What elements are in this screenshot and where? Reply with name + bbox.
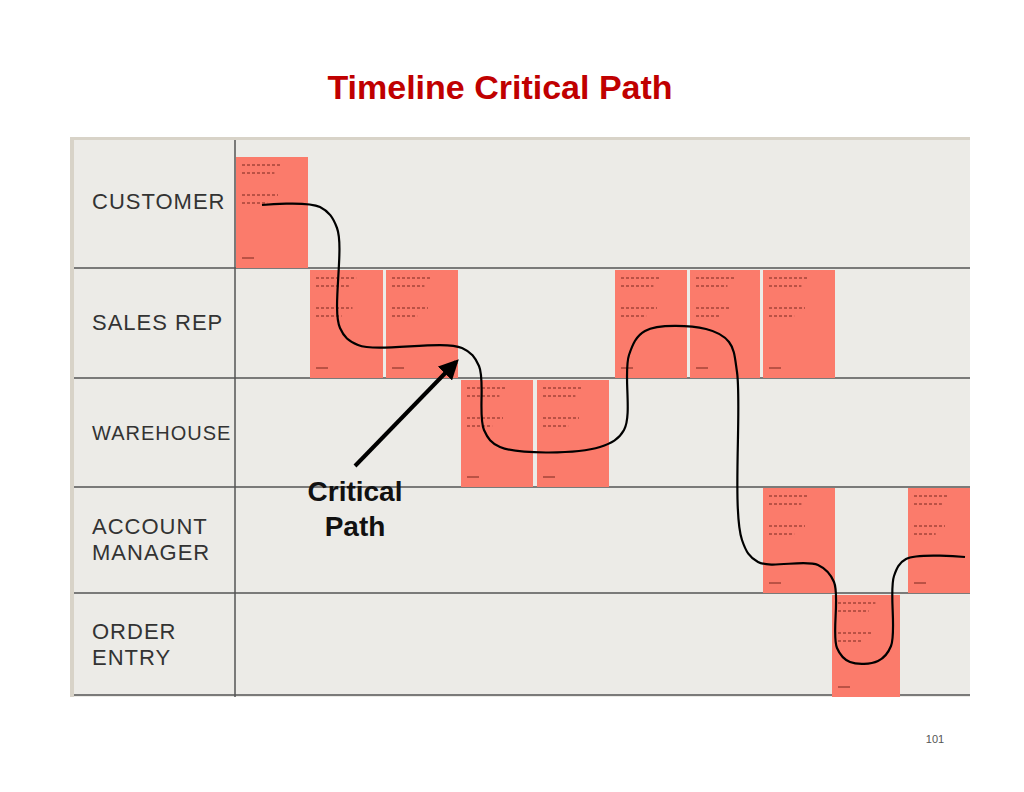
swimlane-label: SALES REP (70, 268, 235, 378)
handwriting-mark (316, 278, 356, 279)
sticky-note (386, 270, 458, 378)
handwriting-mark (838, 611, 869, 612)
handwriting-mark (838, 641, 862, 642)
swimlane-label: ACCOUNT MANAGER (70, 487, 235, 593)
sticky-note (690, 270, 760, 378)
callout-arrow (355, 362, 456, 466)
sticky-note (832, 595, 900, 697)
swimlane-label: CUSTOMER (70, 137, 235, 268)
handwriting-mark (543, 396, 575, 397)
handwriting-mark (914, 534, 936, 535)
handwriting-mark (316, 286, 349, 287)
handwriting-mark (769, 504, 801, 505)
handwriting-mark (467, 477, 479, 478)
sticky-note (763, 270, 835, 378)
lane-name: CUSTOMER (92, 189, 232, 215)
handwriting-mark (696, 368, 708, 369)
handwriting-mark (769, 583, 781, 584)
handwriting-mark (914, 496, 948, 497)
lane-divider (234, 140, 236, 697)
handwriting-mark (392, 368, 404, 369)
handwriting-mark (621, 316, 646, 317)
swimlane-label: WAREHOUSE (70, 378, 235, 487)
handwriting-mark (543, 477, 555, 478)
slide-title: Timeline Critical Path (0, 68, 1000, 107)
handwriting-mark (467, 388, 507, 389)
sticky-note (310, 270, 383, 378)
handwriting-mark (543, 426, 568, 427)
handwriting-mark (242, 195, 278, 196)
handwriting-mark (621, 278, 661, 279)
lane-name: ACCOUNT MANAGER (92, 514, 232, 567)
sticky-note (908, 488, 970, 593)
handwriting-mark (621, 308, 657, 309)
handwriting-mark (769, 308, 805, 309)
sticky-note (615, 270, 687, 378)
handwriting-mark (914, 583, 926, 584)
lane-name: WAREHOUSE (92, 421, 232, 445)
handwriting-mark (543, 418, 579, 419)
board (74, 140, 970, 697)
handwriting-mark (769, 316, 794, 317)
handwriting-mark (914, 504, 942, 505)
lane-name: ORDER ENTRY (92, 619, 232, 672)
handwriting-mark (838, 603, 875, 604)
lane-line (74, 377, 970, 379)
handwriting-mark (696, 278, 735, 279)
handwriting-mark (242, 258, 254, 259)
handwriting-mark (242, 165, 282, 166)
callout-label: Critical Path (288, 474, 422, 544)
handwriting-mark (769, 278, 809, 279)
handwriting-mark (392, 316, 417, 317)
handwriting-mark (316, 368, 328, 369)
lane-name: SALES REP (92, 310, 232, 336)
handwriting-mark (769, 286, 801, 287)
handwriting-mark (838, 633, 872, 634)
handwriting-mark (467, 418, 503, 419)
handwriting-mark (769, 534, 794, 535)
handwriting-mark (696, 316, 721, 317)
handwriting-mark (242, 173, 274, 174)
handwriting-mark (392, 286, 424, 287)
handwriting-mark (769, 526, 805, 527)
sticky-note (763, 488, 835, 593)
sticky-note (537, 380, 609, 487)
handwriting-mark (467, 426, 492, 427)
page-number: 101 (915, 733, 955, 745)
sticky-note (236, 157, 308, 268)
handwriting-mark (392, 278, 432, 279)
handwriting-mark (769, 368, 781, 369)
sticky-note (461, 380, 533, 487)
handwriting-mark (543, 388, 583, 389)
handwriting-mark (316, 308, 353, 309)
wall (70, 137, 970, 697)
handwriting-mark (242, 203, 267, 204)
handwriting-mark (696, 308, 731, 309)
handwriting-mark (914, 526, 945, 527)
lane-line (74, 267, 970, 269)
handwriting-mark (769, 496, 809, 497)
handwriting-mark (467, 396, 499, 397)
handwriting-mark (838, 687, 850, 688)
handwriting-mark (621, 286, 653, 287)
critical-path-line (262, 204, 965, 664)
swimlane-label: ORDER ENTRY (70, 593, 235, 697)
handwriting-mark (392, 308, 428, 309)
handwriting-mark (696, 286, 728, 287)
